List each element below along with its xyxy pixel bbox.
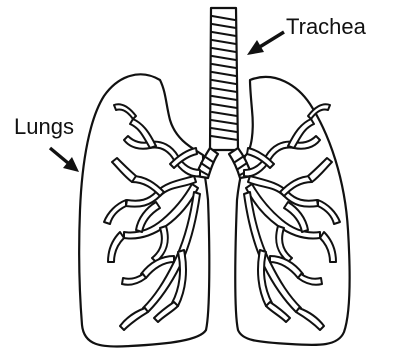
trachea-arrow [247,32,284,55]
lungs-arrow [50,148,79,172]
trachea [210,8,238,150]
trachea-label: Trachea [286,14,367,39]
lungs-label: Lungs [14,114,74,139]
